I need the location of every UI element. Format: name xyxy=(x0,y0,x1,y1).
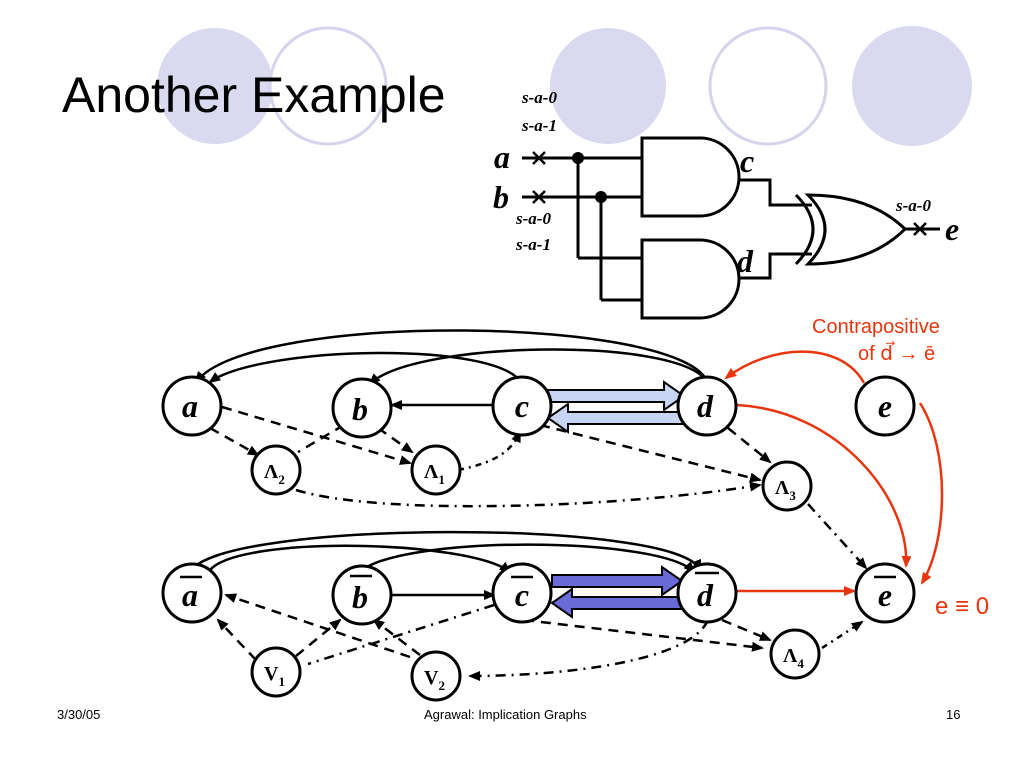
circuit-label-c: c xyxy=(740,143,754,179)
logic-circuit xyxy=(522,136,940,320)
node-and-2 xyxy=(250,444,302,496)
contrapositive-sub-label: of d⃗ → ē xyxy=(858,340,935,365)
footer-page-number: 16 xyxy=(946,707,961,722)
and-4-symbol: Λ xyxy=(783,645,798,667)
fault-label-1: s-a-0 xyxy=(521,88,557,107)
contrapositive-label: Contrapositive xyxy=(812,316,940,338)
junction-b xyxy=(595,191,607,203)
node-c xyxy=(491,375,553,437)
node-not-d xyxy=(676,562,738,624)
bubble-3 xyxy=(550,28,666,144)
circuit-label-b: b xyxy=(493,179,509,215)
node-not-d-label: d xyxy=(697,577,714,613)
fault-label-3: s-a-0 xyxy=(515,209,551,228)
equivalence-arrows-top xyxy=(546,380,686,434)
or-2-sub: 2 xyxy=(438,678,445,693)
svg-text:V1: V1 xyxy=(264,663,285,689)
xor-gate-e xyxy=(804,193,908,266)
fault-marks xyxy=(532,151,927,236)
node-d xyxy=(676,375,738,437)
circuit-label-e: e xyxy=(945,211,959,247)
node-not-a-label: a xyxy=(182,577,198,613)
and-gate-c xyxy=(640,136,741,218)
decorative-bubbles xyxy=(157,26,972,146)
svg-text:V2: V2 xyxy=(424,667,445,693)
node-not-b xyxy=(331,564,393,626)
svg-text:Λ2: Λ2 xyxy=(264,461,285,487)
node-or-2 xyxy=(410,650,462,702)
footer-date: 3/30/05 xyxy=(57,707,101,722)
bubble-5 xyxy=(852,26,972,146)
node-not-c-label: c xyxy=(515,577,529,613)
bubble-2 xyxy=(268,26,388,146)
circuit-label-a: a xyxy=(494,139,510,175)
and-2-symbol: Λ xyxy=(264,461,279,483)
or-1-symbol: V xyxy=(264,663,279,685)
node-not-c xyxy=(491,562,553,624)
bubble-1 xyxy=(157,28,273,144)
node-not-e-label: e xyxy=(878,577,892,613)
node-and-4 xyxy=(769,628,821,680)
svg-text:Λ1: Λ1 xyxy=(424,461,445,487)
and-3-symbol: Λ xyxy=(775,477,790,499)
slide-title: Another Example xyxy=(62,67,446,123)
node-or-1 xyxy=(250,646,302,698)
node-b xyxy=(331,377,393,439)
and-2-sub: 2 xyxy=(278,472,285,487)
node-labels: a b c d e a b c d e xyxy=(182,388,892,615)
node-e-label: e xyxy=(878,388,892,424)
and-3-sub: 3 xyxy=(789,488,796,503)
node-a-label: a xyxy=(182,388,198,424)
graph-edges xyxy=(188,329,868,681)
graph-nodes xyxy=(161,375,916,702)
fault-label-2: s-a-1 xyxy=(521,116,557,135)
node-not-a xyxy=(161,562,223,624)
and-1-symbol: Λ xyxy=(424,461,439,483)
gate-node-labels: Λ2 Λ1 Λ3 V1 V2 Λ4 xyxy=(264,461,804,693)
or-2-symbol: V xyxy=(424,667,439,689)
svg-text:Λ4: Λ4 xyxy=(783,645,804,671)
svg-text:Λ3: Λ3 xyxy=(775,477,796,503)
junction-a xyxy=(572,152,584,164)
node-d-label: d xyxy=(697,388,714,424)
contrapositive-edges xyxy=(724,350,944,596)
node-b-label: b xyxy=(352,391,368,427)
node-and-1 xyxy=(410,444,462,496)
result-label: e ≡ 0 xyxy=(935,593,989,620)
and-1-sub: 1 xyxy=(438,472,445,487)
node-and-3 xyxy=(761,460,813,512)
negation-bars xyxy=(180,571,896,579)
or-1-sub: 1 xyxy=(278,674,285,689)
node-a xyxy=(161,375,223,437)
node-e xyxy=(854,375,916,437)
footer-center: Agrawal: Implication Graphs xyxy=(424,707,587,722)
bubble-4 xyxy=(708,26,828,146)
node-not-e xyxy=(854,562,916,624)
circuit-label-d: d xyxy=(737,243,754,279)
node-c-label: c xyxy=(515,388,529,424)
fault-label-e: s-a-0 xyxy=(895,196,931,215)
equivalence-arrows-bottom xyxy=(550,565,684,619)
node-not-b-label: b xyxy=(352,579,368,615)
and-4-sub: 4 xyxy=(797,656,804,671)
fault-label-4: s-a-1 xyxy=(515,235,551,254)
and-gate-d xyxy=(640,238,741,320)
